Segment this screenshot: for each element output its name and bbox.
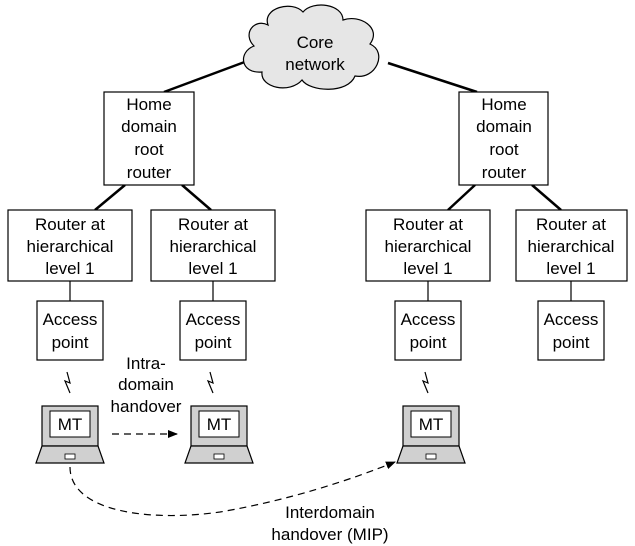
intra-domain-handover-label: Intra- domain handover: [111, 354, 182, 416]
link-home2-router4: [531, 184, 562, 211]
access-point-2-box: [179, 300, 247, 361]
wireless-link-icon: [206, 371, 214, 394]
intra-handover-line-2: domain: [118, 375, 174, 394]
access-point-4: Access point: [537, 300, 605, 361]
level1-router-4-line-1: Router at: [536, 215, 606, 234]
level1-router-1: Router at hierarchical level 1: [7, 209, 133, 282]
level1-router-2: Router at hierarchical level 1: [150, 209, 276, 282]
level1-router-4: Router at hierarchical level 1: [515, 209, 628, 282]
access-point-3-line-2: point: [410, 333, 447, 352]
home-router-1-box: [103, 91, 195, 186]
mobile-terminal-2: MT: [184, 405, 254, 464]
cloud-shape: [243, 4, 380, 90]
mobile-terminal-3: MT: [396, 405, 466, 464]
level1-router-2-box: [150, 209, 276, 282]
home-router-2: Home domain root router: [458, 91, 549, 186]
intra-handover-line-1: Intra-: [126, 354, 166, 373]
home-router-2-line-1: Home: [481, 95, 526, 114]
interdomain-handover-arrow: [69, 461, 396, 517]
home-router-2-line-4: router: [482, 163, 527, 182]
access-point-1: Access point: [36, 300, 104, 361]
level1-router-3-line-3: level 1: [403, 259, 452, 278]
access-point-4-box: [537, 300, 605, 361]
access-point-1-line-1: Access: [43, 310, 98, 329]
laptop-screen-inner: [49, 410, 91, 438]
level1-router-1-box: [7, 209, 133, 282]
core-label-line-1: Core: [297, 33, 334, 52]
link-home1-router1: [94, 184, 126, 211]
laptop-slot: [213, 453, 225, 460]
home-router-2-box: [458, 91, 549, 186]
inter-handover-line-1: Interdomain: [285, 503, 375, 522]
level1-router-3-line-2: hierarchical: [385, 237, 472, 256]
access-point-4-line-1: Access: [544, 310, 599, 329]
mobile-terminal-1: MT: [35, 405, 105, 464]
home-router-1-line-1: Home: [126, 95, 171, 114]
wireless-link-icon: [63, 371, 71, 394]
link-home1-router2: [181, 184, 212, 211]
inter-handover-line-2: handover (MIP): [271, 525, 388, 544]
home-router-1: Home domain root router: [103, 91, 195, 186]
access-point-4-line-2: point: [553, 333, 590, 352]
laptop-slot: [64, 453, 76, 460]
level1-router-2-line-2: hierarchical: [170, 237, 257, 256]
laptop-slot: [425, 453, 437, 460]
access-point-1-line-2: point: [52, 333, 89, 352]
home-router-1-line-3: root: [134, 140, 164, 159]
intra-handover-line-3: handover: [111, 397, 182, 416]
level1-router-3-line-1: Router at: [393, 215, 463, 234]
level1-router-1-line-2: hierarchical: [27, 237, 114, 256]
core-label-line-2: network: [285, 55, 345, 74]
home-router-2-line-3: root: [489, 140, 519, 159]
level1-router-3-box: [365, 209, 491, 282]
level1-router-2-line-1: Router at: [178, 215, 248, 234]
laptop-screen-inner: [198, 410, 240, 438]
links: [69, 58, 572, 301]
access-point-2-line-2: point: [195, 333, 232, 352]
level1-router-4-line-3: level 1: [546, 259, 595, 278]
level1-router-2-line-3: level 1: [188, 259, 237, 278]
level1-router-4-box: [515, 209, 628, 282]
wireless-link-icon: [421, 371, 429, 394]
level1-router-1-line-1: Router at: [35, 215, 105, 234]
link-core-home-2: [387, 61, 478, 94]
wireless-links: [63, 371, 429, 394]
mt-label: MT: [58, 415, 83, 434]
level1-router-4-line-2: hierarchical: [528, 237, 615, 256]
link-home2-router3: [447, 184, 476, 211]
mt-label: MT: [207, 415, 232, 434]
access-point-3: Access point: [394, 300, 462, 361]
home-router-1-line-4: router: [127, 163, 172, 182]
core-network-cloud: Core network: [243, 4, 380, 90]
mt-label: MT: [419, 415, 444, 434]
interdomain-handover-label: Interdomain handover (MIP): [271, 503, 388, 544]
access-point-3-box: [394, 300, 462, 361]
home-router-1-line-2: domain: [121, 117, 177, 136]
laptop-screen-inner: [410, 410, 452, 438]
level1-router-1-line-3: level 1: [45, 259, 94, 278]
link-core-home-1: [163, 58, 251, 94]
access-point-3-line-1: Access: [401, 310, 456, 329]
access-point-2-line-1: Access: [186, 310, 241, 329]
access-point-2: Access point: [179, 300, 247, 361]
level1-router-3: Router at hierarchical level 1: [365, 209, 491, 282]
home-router-2-line-2: domain: [476, 117, 532, 136]
access-point-1-box: [36, 300, 104, 361]
